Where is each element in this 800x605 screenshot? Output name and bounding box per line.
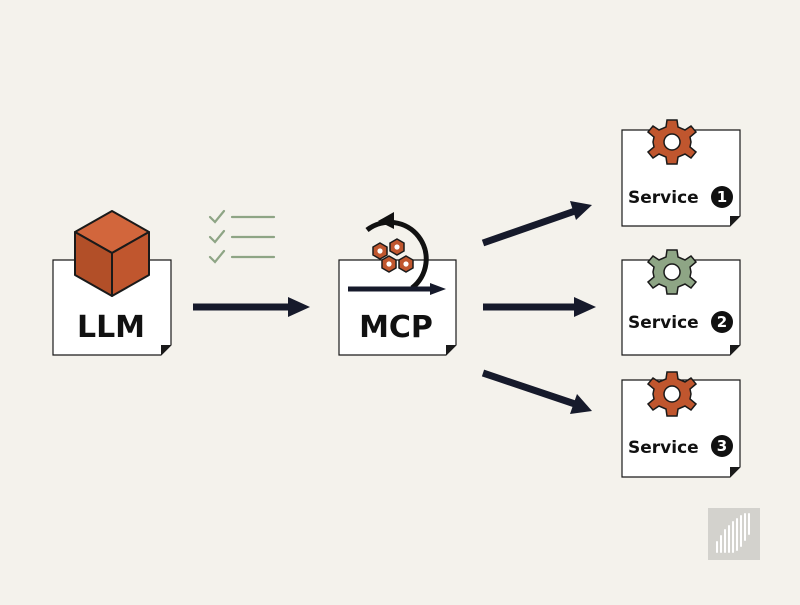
bar-chart-logo-icon xyxy=(708,508,760,560)
mcp-node: MCP xyxy=(338,212,457,356)
service-label-2: Service xyxy=(628,313,699,333)
checklist-icon xyxy=(208,209,276,264)
number-badge-1 xyxy=(711,186,733,208)
hexagon-gears-cycle-icon xyxy=(348,212,446,295)
mcp-label: MCP xyxy=(359,310,433,345)
arrow-mcp-to-service-3 xyxy=(481,369,592,414)
mcp-card xyxy=(338,259,457,356)
service-node-3: Service 3 xyxy=(621,371,741,478)
service-label-1: Service xyxy=(628,188,699,208)
service-number-3: 3 xyxy=(717,437,727,455)
number-badge-2 xyxy=(711,311,733,333)
cube-icon xyxy=(74,210,150,297)
arrow-llm-to-mcp xyxy=(193,297,310,317)
service-node-2: Service 2 xyxy=(621,249,741,356)
llm-node: LLM xyxy=(52,210,172,356)
arrow-mcp-to-service-1 xyxy=(481,201,592,247)
service-label-3: Service xyxy=(628,438,699,458)
service-number-1: 1 xyxy=(717,188,727,206)
service-node-1: Service 1 xyxy=(621,119,741,227)
arrow-mcp-to-service-2 xyxy=(483,297,596,317)
llm-label: LLM xyxy=(77,310,145,345)
service-number-2: 2 xyxy=(717,313,727,331)
number-badge-3 xyxy=(711,435,733,457)
llm-card xyxy=(52,259,172,356)
